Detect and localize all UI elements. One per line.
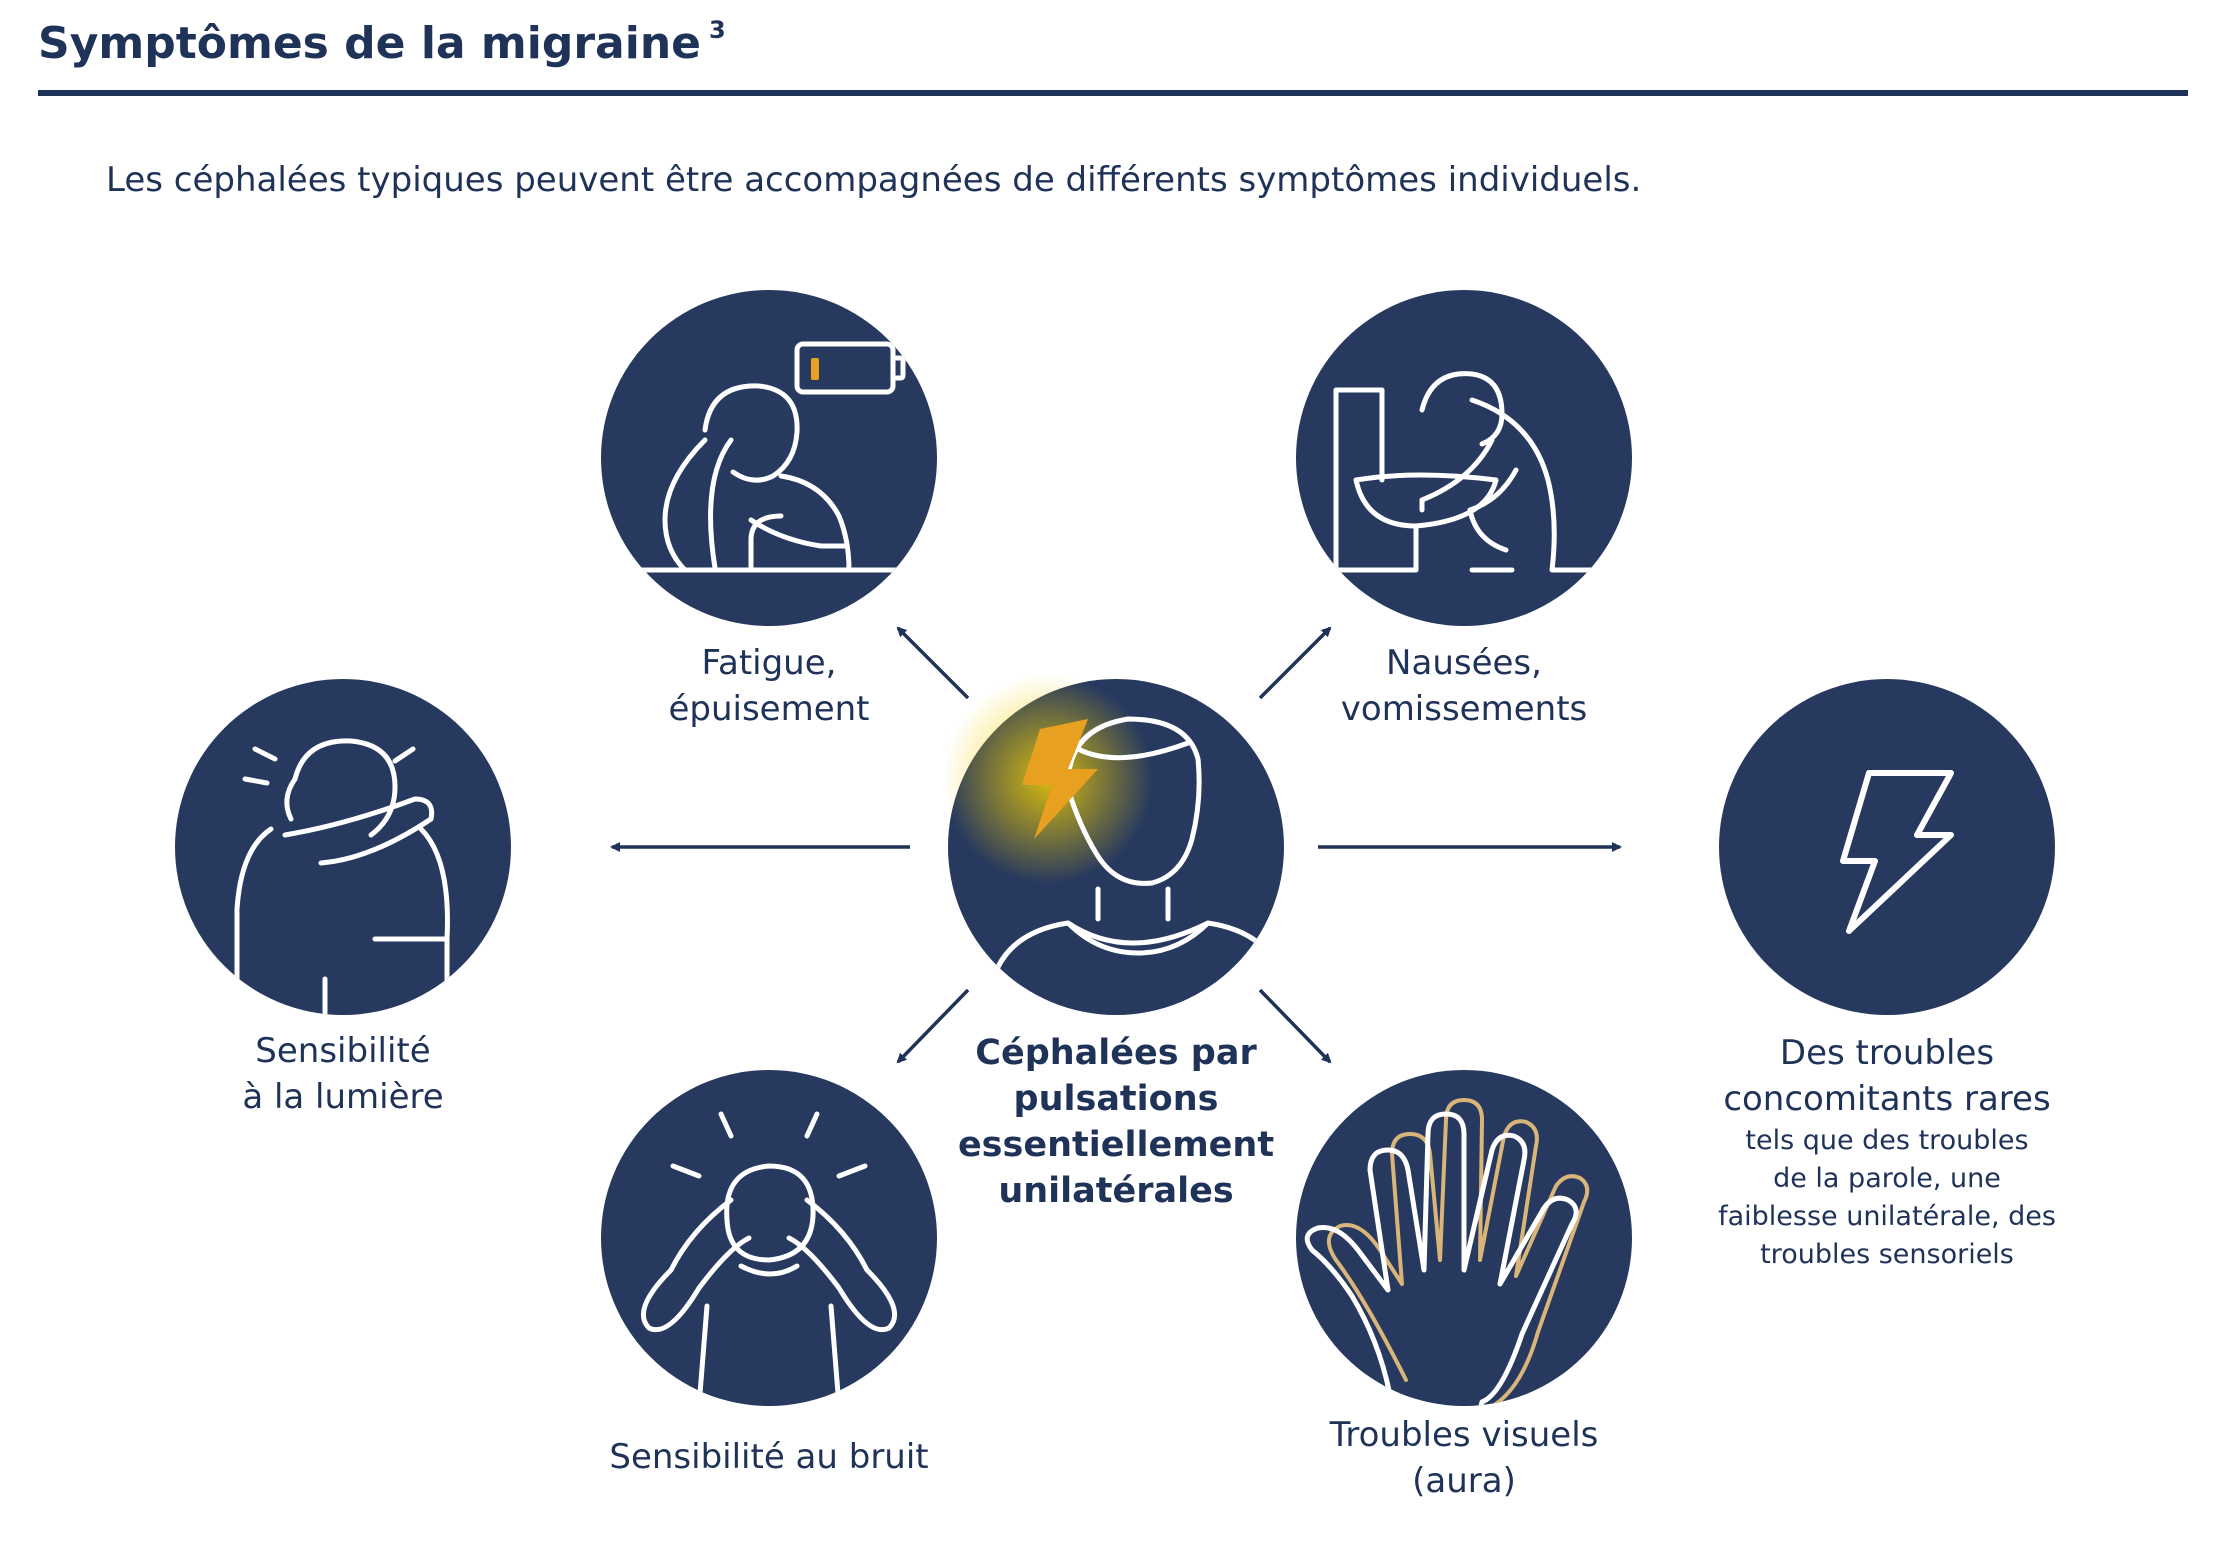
footnote-ref: 3 [709,16,726,44]
lightning-accent [1022,719,1098,839]
lightning-bolt-icon [1840,770,1954,934]
center-label-line-2: pulsations [1013,1079,1219,1119]
center-circle [943,674,1284,1015]
rare-label: Des troubles concomitants rares [1680,1030,2094,1122]
holding-head-icon [640,1111,898,1406]
aura-hand-icon [1304,1098,1590,1406]
headache-person-icon [943,674,1284,1015]
arrow-to-fatigue [896,626,970,700]
intro-text: Les céphalées typiques peuvent être acco… [106,160,1642,200]
visual-label: Troubles visuels (aura) [1272,1412,1656,1504]
light-label-line-2: à la lumière [242,1077,444,1117]
vomiting-person-icon [1333,371,1595,573]
rare-detail-line-3: faiblesse unilatérale, des [1718,1201,2056,1232]
fatigue-label: Fatigue, épuisement [600,640,938,732]
covering-eyes-icon [234,738,450,1015]
title-divider [38,90,2188,96]
center-label-line-1: Céphalées par [975,1033,1257,1073]
light-label-line-1: Sensibilité [255,1031,431,1071]
noise-label: Sensibilité au bruit [570,1434,968,1480]
noise-label-line-1: Sensibilité au bruit [609,1437,929,1477]
nausea-label: Nausées, vomissements [1280,640,1648,732]
noise-circle [601,1070,937,1406]
tired-person-battery-icon [638,341,906,573]
nausea-circle [1296,290,1632,626]
center-label-line-3: essentiellement [957,1125,1275,1165]
rare-detail-line-4: troubles sensoriels [1760,1239,2014,1270]
visual-label-line-1: Troubles visuels [1329,1415,1599,1455]
fatigue-circle [601,290,937,626]
light-label: Sensibilité à la lumière [170,1028,516,1120]
center-label: Céphalées par pulsations essentiellement… [940,1030,1292,1214]
visual-label-line-2: (aura) [1412,1461,1516,1501]
rare-detail-line-2: de la parole, une [1773,1163,2001,1194]
visual-circle [1296,1070,1632,1406]
center-label-line-4: unilatérales [998,1171,1234,1211]
rare-circle [1719,679,2055,1015]
arrow-to-visual [1258,988,1332,1064]
rare-detail-line-1: tels que des troubles [1745,1125,2029,1156]
rare-detail: tels que des troubles de la parole, une … [1680,1122,2094,1274]
arrow-to-nausea [1258,626,1332,700]
fatigue-label-line-1: Fatigue, [701,643,837,683]
fatigue-label-line-2: épuisement [668,689,870,729]
arrow-to-noise [896,988,970,1064]
rare-label-line-2: concomitants rares [1723,1079,2051,1119]
rare-label-line-1: Des troubles [1779,1033,1995,1073]
nausea-label-line-1: Nausées, [1386,643,1542,683]
light-circle [175,679,511,1015]
nausea-label-line-2: vomissements [1340,689,1588,729]
